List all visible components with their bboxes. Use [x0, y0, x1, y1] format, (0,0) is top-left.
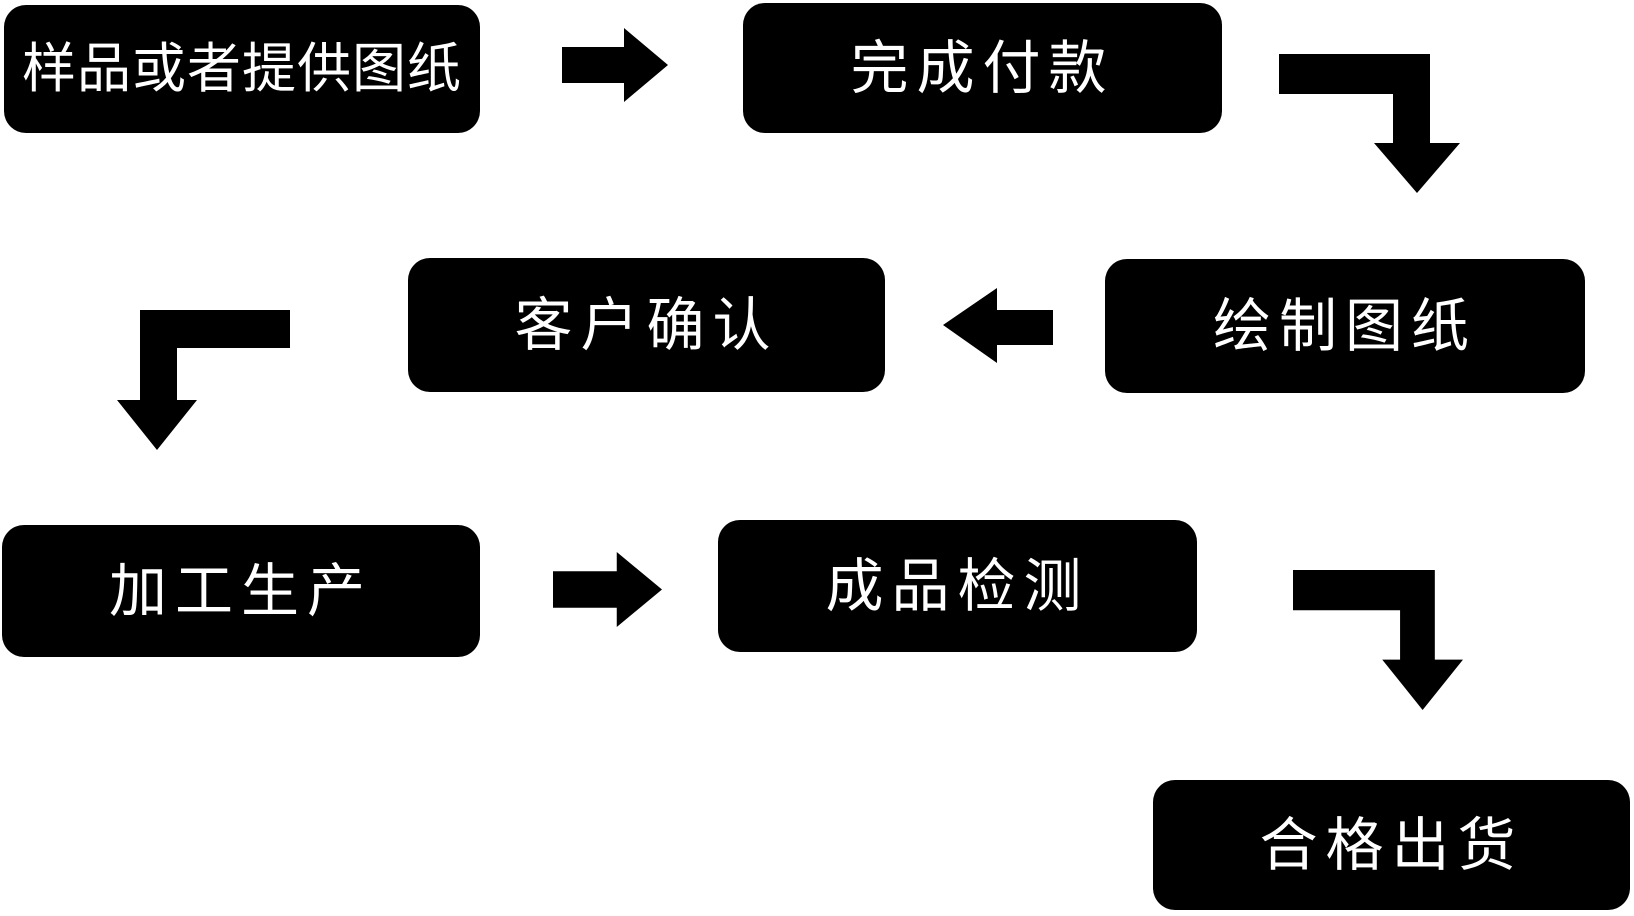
arrow-right-icon — [553, 552, 662, 627]
elbow-arrow-down-right-icon — [1293, 570, 1463, 710]
flow-node-production: 加工生产 — [2, 525, 480, 657]
flow-node-label: 加工生产 — [108, 557, 373, 625]
arrow-left-icon — [943, 288, 1053, 363]
flow-node-label: 绘制图纸 — [1212, 292, 1477, 360]
arrow-right-icon — [562, 28, 668, 102]
flow-node-customer-confirm: 客户确认 — [408, 258, 885, 392]
elbow-arrow-down-right-icon — [1279, 54, 1460, 193]
flow-node-shipment: 合格出货 — [1153, 780, 1630, 910]
flow-node-label: 客户确认 — [514, 291, 779, 359]
elbow-arrow-down-left-icon — [117, 310, 290, 450]
flow-node-label: 合格出货 — [1259, 811, 1524, 879]
flow-node-inspection: 成品检测 — [718, 520, 1197, 652]
flow-node-draw-drawing: 绘制图纸 — [1105, 259, 1585, 393]
flow-node-label: 成品检测 — [825, 552, 1090, 620]
flow-node-label: 完成付款 — [850, 34, 1115, 102]
flow-node-sample-or-drawing: 样品或者提供图纸 — [4, 5, 480, 133]
flow-node-label: 样品或者提供图纸 — [22, 37, 462, 100]
flow-node-payment: 完成付款 — [743, 3, 1222, 133]
